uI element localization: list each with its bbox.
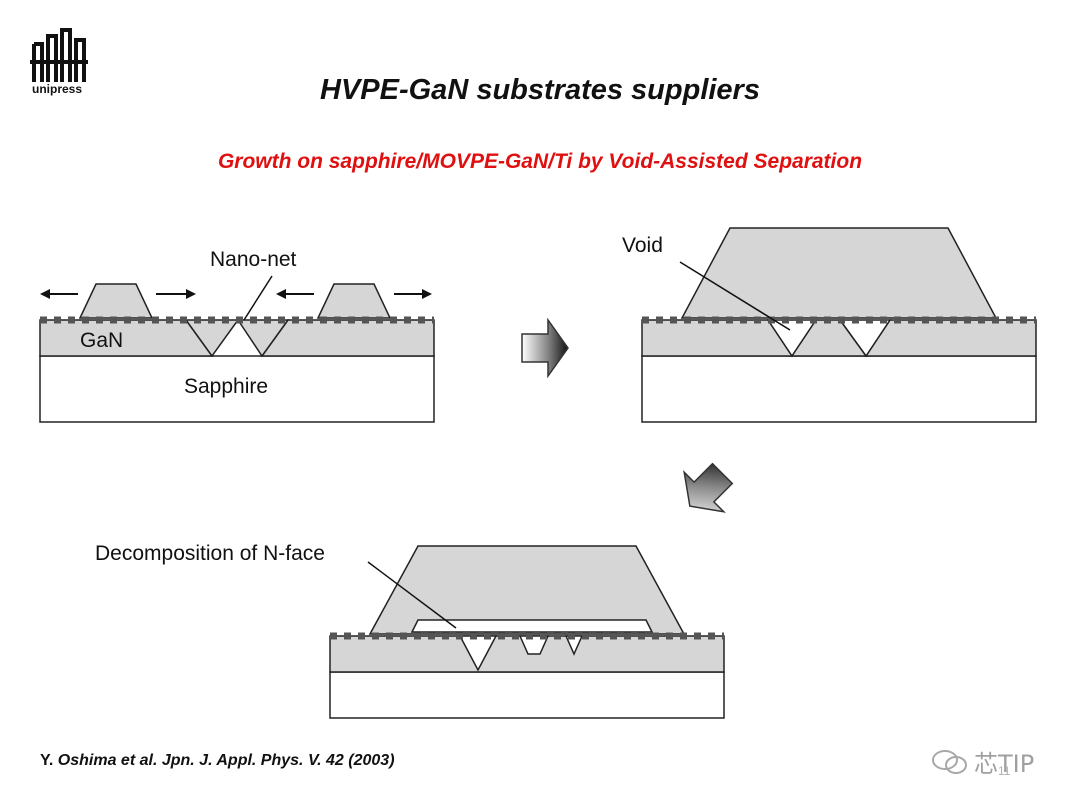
watermark-text: 芯TIP	[974, 750, 1035, 778]
label-decomposition: Decomposition of N-face	[95, 542, 325, 565]
process-arrow-down-left	[683, 462, 734, 513]
decomposition-void	[410, 619, 654, 633]
process-arrow-right	[521, 317, 569, 379]
label-sapphire: Sapphire	[184, 375, 268, 398]
page-subtitle: Growth on sapphire/MOVPE-GaN/Ti by Void-…	[217, 150, 863, 173]
watermark: 芯TIP	[930, 744, 1034, 779]
unipress-logo	[30, 28, 88, 82]
nanonet-pointer	[243, 275, 273, 321]
label-nanonet: Nano-net	[210, 248, 297, 271]
gan-island-right	[316, 283, 392, 319]
citation-reference: Oshima et al. Jpn. J. Appl. Phys. V. 42 …	[57, 752, 395, 769]
page-title: HVPE-GaN substrates suppliers	[320, 74, 760, 106]
panel-3-decomposition: Decomposition of N-face	[95, 542, 725, 719]
gan-layer	[39, 319, 214, 357]
void-pointer	[679, 261, 791, 331]
label-gan: GaN	[80, 329, 123, 352]
label-void: Void	[622, 234, 663, 257]
decomposition-pointer	[367, 561, 457, 629]
citation: Y. Oshima et al. Jpn. J. Appl. Phys. V. …	[40, 752, 395, 770]
thick-gan-separated	[368, 545, 686, 635]
panel-2-void-formation: Void	[622, 227, 1037, 423]
thick-gan	[680, 227, 998, 319]
gan-island-left	[78, 283, 154, 319]
wechat-icon	[932, 749, 967, 774]
sapphire-layer	[39, 355, 435, 423]
panel-1-initial-growth: Nano-net GaN Sapphire	[39, 248, 435, 423]
citation-author: Y.	[40, 752, 54, 769]
page-number: 11	[998, 764, 1011, 778]
logo-text: unipress	[32, 82, 83, 96]
